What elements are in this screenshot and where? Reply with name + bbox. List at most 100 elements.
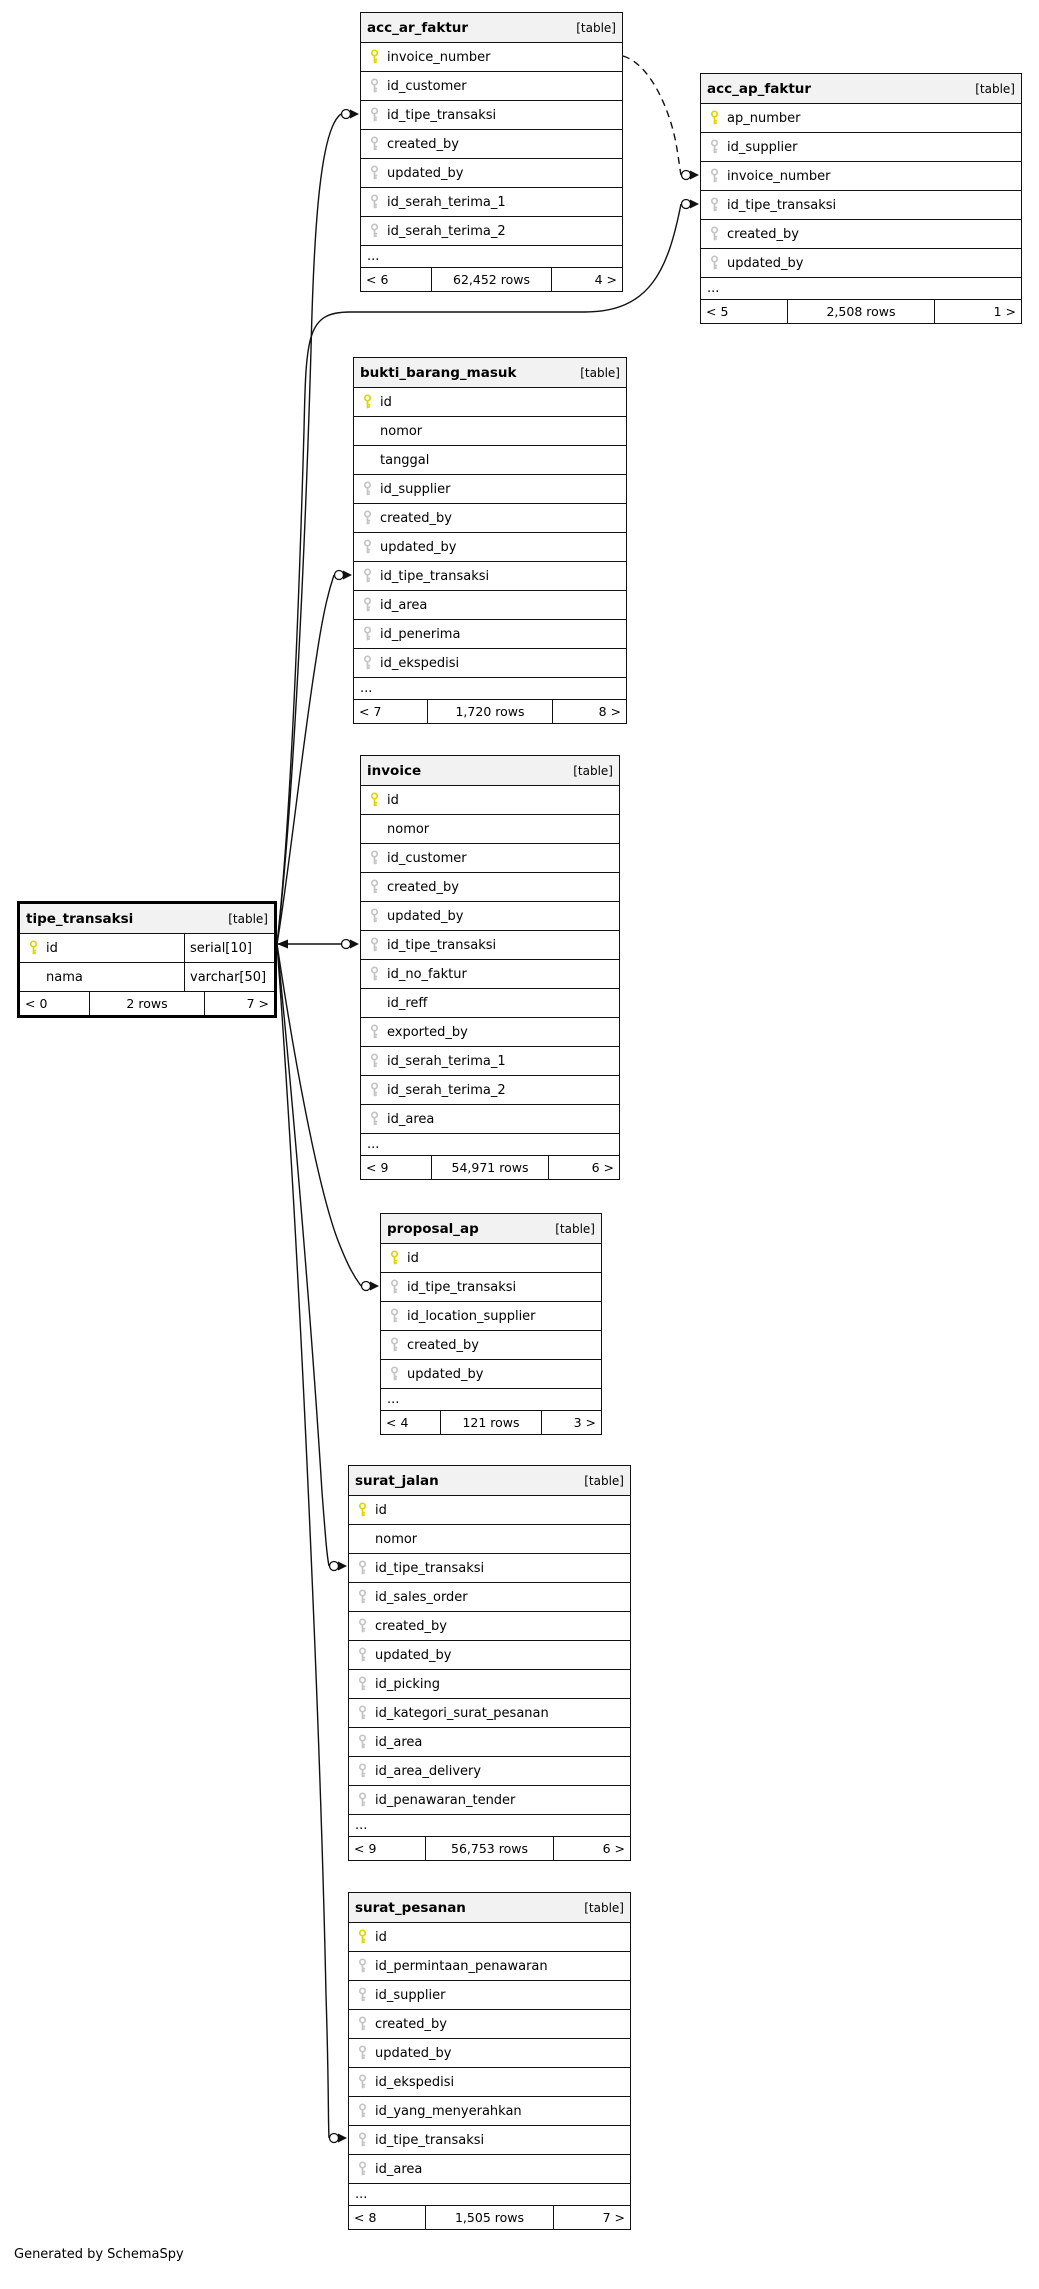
column-row-exported_by: exported_by [361, 1017, 619, 1046]
table-title[interactable]: invoice [367, 762, 422, 779]
foreign-key-icon [367, 78, 382, 94]
foreign-key-icon [355, 1676, 370, 1692]
column-name: created_by [380, 510, 452, 526]
foreign-key-icon [355, 1763, 370, 1779]
relationship-acc_ar_faktur.invoice_number-to-acc_ap_faktur.invoice_number [622, 55, 682, 176]
table-title[interactable]: surat_jalan [355, 1472, 439, 1489]
foreign-key-icon [355, 1560, 370, 1576]
table-type-badge: [table] [228, 911, 268, 926]
column-name: nomor [375, 1531, 418, 1547]
footer-parents-count[interactable]: 7 > [246, 996, 269, 1011]
column-name: id_ekspedisi [375, 2074, 455, 2090]
foreign-key-icon [355, 2074, 370, 2090]
column-name: invoice_number [387, 49, 491, 65]
primary-key-icon [355, 1929, 370, 1945]
column-row-more: ... [354, 677, 626, 699]
column-row-ap_number: ap_number [701, 103, 1021, 132]
table-title[interactable]: acc_ap_faktur [707, 80, 812, 97]
footer-children-count[interactable]: < 6 [366, 272, 389, 287]
footer-parents-count[interactable]: 1 > [993, 304, 1016, 319]
crow-foot-arrow [350, 939, 359, 949]
foreign-key-icon [355, 1792, 370, 1808]
table-title[interactable]: acc_ar_faktur [367, 19, 469, 36]
table-type-badge: [table] [975, 81, 1015, 96]
column-row-nomor: nomor [354, 416, 626, 445]
column-row-id_serah_terima_1: id_serah_terima_1 [361, 187, 622, 216]
foreign-key-icon [367, 937, 382, 953]
footer-parents-count[interactable]: 3 > [573, 1415, 596, 1430]
footer-children-count[interactable]: < 8 [354, 2210, 377, 2225]
column-row-more: ... [381, 1388, 601, 1410]
relationship-tipe_transaksi.id-to-proposal_ap.id_tipe_transaksi [276, 943, 362, 1287]
foreign-key-icon [360, 510, 375, 526]
footer-children-count[interactable]: < 0 [25, 996, 48, 1011]
column-row-updated_by: updated_by [361, 901, 619, 930]
column-row-id_serah_terima_1: id_serah_terima_1 [361, 1046, 619, 1075]
column-name: id [387, 792, 399, 808]
column-row-id_penawaran_tender: id_penawaran_tender [349, 1785, 630, 1814]
column-row-updated_by: updated_by [349, 1640, 630, 1669]
table-title[interactable]: proposal_ap [387, 1220, 479, 1237]
footer-parents-count[interactable]: 6 > [591, 1160, 614, 1175]
footer-children-count[interactable]: < 5 [706, 304, 729, 319]
column-row-id_tipe_transaksi: id_tipe_transaksi [701, 190, 1021, 219]
footer-parents-count[interactable]: 4 > [594, 272, 617, 287]
column-row-id_customer: id_customer [361, 71, 622, 100]
crow-foot-arrow [690, 199, 699, 209]
column-name: id_supplier [375, 1987, 446, 2003]
foreign-key-icon [367, 850, 382, 866]
footer-children-count[interactable]: < 9 [354, 1841, 377, 1856]
relationship-tipe_transaksi.id-to-surat_pesanan.id_tipe_transaksi [276, 943, 330, 2139]
footer-parents-count[interactable]: 8 > [598, 704, 621, 719]
foreign-key-icon [367, 165, 382, 181]
column-name: id_tipe_transaksi [387, 937, 497, 953]
footer-children-count[interactable]: < 7 [359, 704, 382, 719]
column-name: id_tipe_transaksi [727, 197, 837, 213]
column-name: updated_by [380, 539, 457, 555]
foreign-key-icon [355, 1647, 370, 1663]
column-name: id_tipe_transaksi [387, 107, 497, 123]
footer-parents-count[interactable]: 7 > [602, 2210, 625, 2225]
table-title[interactable]: bukti_barang_masuk [360, 364, 517, 381]
column-row-created_by: created_by [354, 503, 626, 532]
column-name: id_no_faktur [387, 966, 467, 982]
column-row-id_area_delivery: id_area_delivery [349, 1756, 630, 1785]
column-name: id_serah_terima_2 [387, 1082, 506, 1098]
foreign-key-icon [355, 2132, 370, 2148]
column-row-created_by: created_by [361, 129, 622, 158]
footer-parents-count[interactable]: 6 > [602, 1841, 625, 1856]
table-header: acc_ap_faktur [table] [701, 74, 1021, 103]
column-row-id: id [349, 1495, 630, 1524]
footer-children-count[interactable]: < 9 [366, 1160, 389, 1175]
column-name: created_by [387, 879, 459, 895]
primary-key-icon [360, 394, 375, 410]
table-type-badge: [table] [584, 1900, 624, 1915]
column-row-more: ... [349, 1814, 630, 1836]
footer-rows-count: 54,971 rows [430, 1156, 550, 1179]
crow-foot-circle [340, 938, 352, 950]
column-name: ap_number [727, 110, 801, 126]
footer-children-count[interactable]: < 4 [386, 1415, 409, 1430]
column-name: id_ekspedisi [380, 655, 460, 671]
table-title[interactable]: tipe_transaksi [26, 910, 134, 927]
column-row-updated_by: updated_by [361, 158, 622, 187]
foreign-key-icon [707, 168, 722, 184]
table-footer: < 8 1,505 rows 7 > [349, 2205, 630, 2229]
column-name: updated_by [407, 1366, 484, 1382]
column-name: nomor [380, 423, 423, 439]
column-name: id [375, 1929, 387, 1945]
column-name: nomor [387, 821, 430, 837]
table-title[interactable]: surat_pesanan [355, 1899, 466, 1916]
column-row-id_location_supplier: id_location_supplier [381, 1301, 601, 1330]
footer-rows-count: 1,505 rows [424, 2206, 555, 2229]
